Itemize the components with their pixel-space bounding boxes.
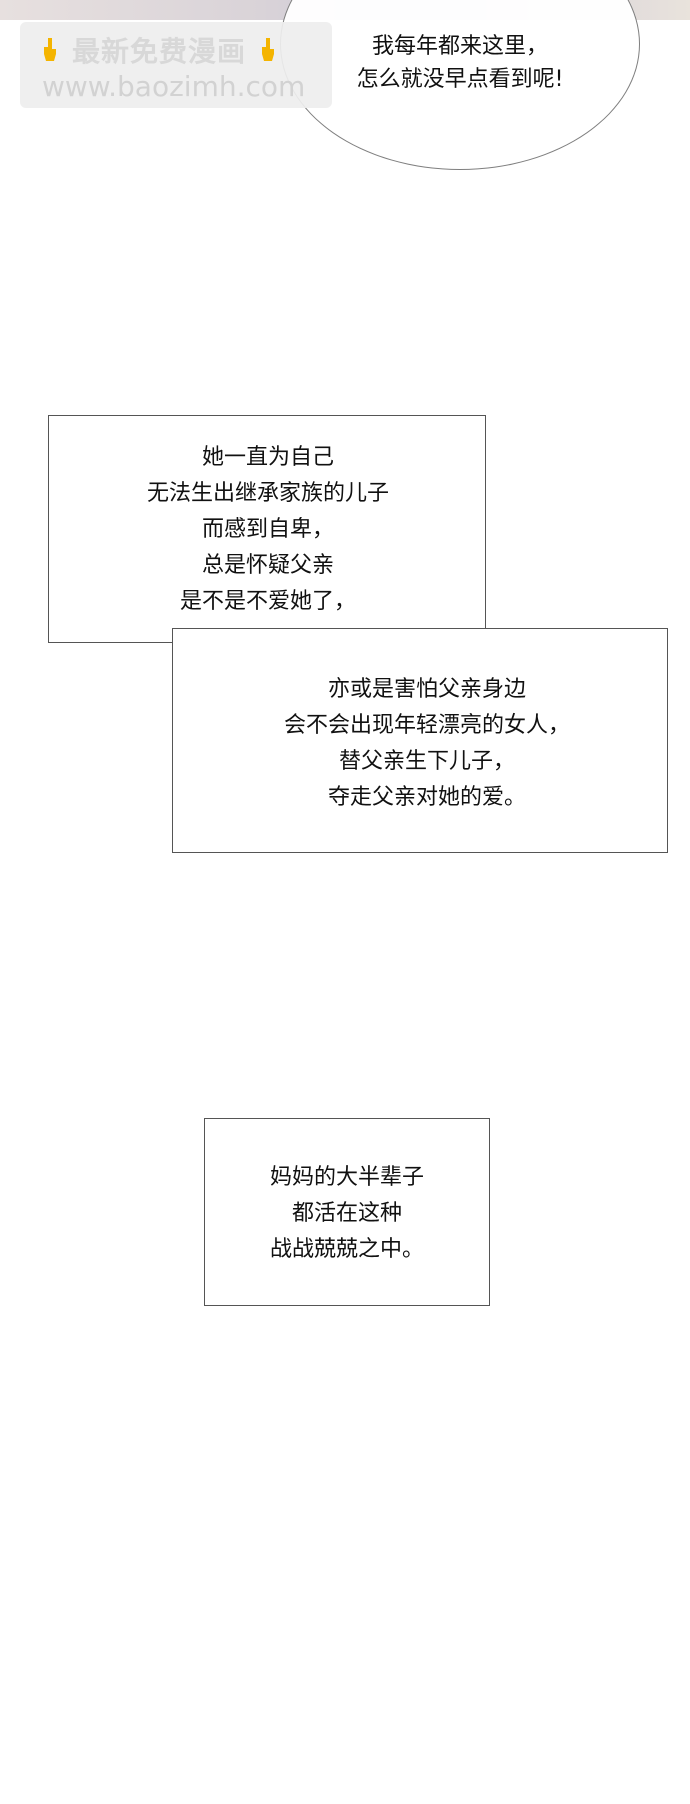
watermark-title: 最新免费漫画 [72,35,247,68]
narration-box-3 [204,1118,490,1306]
watermark-banner: 最新免费漫画 www.baozimh.com [20,22,332,108]
narration-text-3: 妈妈的大半辈子 都活在这种 战战兢兢之中。 [269,1165,424,1262]
narration-box-1 [48,415,486,643]
watermark-title-row: 最新免费漫画 [36,30,282,70]
narration-box-2 [172,628,668,853]
narration-text-1: 她一直为自己 无法生出继承家族的儿子 而感到自卑， 总是怀疑父亲 是不是不爱她了… [146,445,389,614]
pointing-down-hand-icon [254,36,282,64]
pointing-down-hand-icon [36,36,64,64]
speech-bubble-text: 我每年都来这里， 怎么就没早点看到呢! [356,34,564,92]
narration-text-2: 亦或是害怕父亲身边 会不会出现年轻漂亮的女人， 替父亲生下儿子， 夺走父亲对她的… [283,677,570,810]
watermark-url: www.baozimh.com [42,70,306,103]
